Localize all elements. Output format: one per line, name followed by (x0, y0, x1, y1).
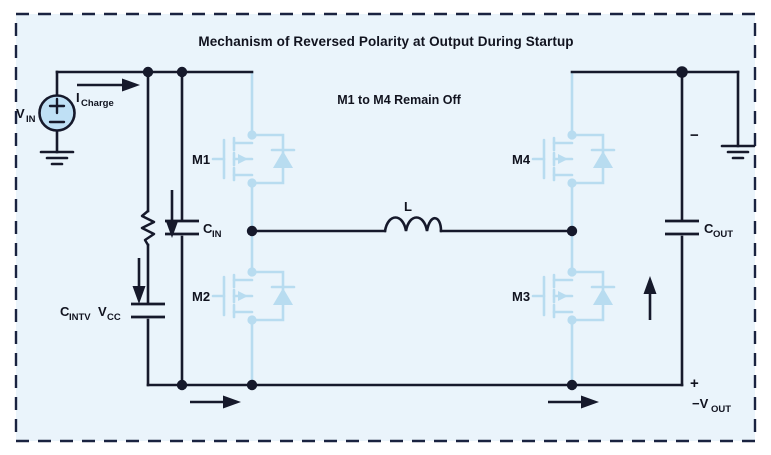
m3-diode-triangle (593, 288, 613, 305)
node-sw-right (566, 225, 578, 237)
node-top-r (142, 66, 154, 78)
arrow-cout-charge (643, 276, 657, 320)
m2-source-node (247, 315, 257, 325)
ground-input-icon (39, 150, 75, 166)
node-bottom-m3 (566, 379, 578, 391)
cintvcc-label-sub2: CC (107, 312, 121, 323)
m4-source-node (567, 178, 577, 188)
label-vin: V IN (16, 106, 36, 125)
m1-label: M1 (192, 152, 210, 167)
cout-label-sub: OUT (713, 229, 733, 240)
node-top-cin (176, 66, 188, 78)
vin-label: V (16, 106, 25, 121)
mosfet-m4 (531, 70, 616, 233)
label-vout: −V OUT (692, 396, 731, 415)
m3-source-node (567, 315, 577, 325)
inductor-l (383, 216, 443, 233)
m2-channel-arrow (238, 291, 248, 301)
m1-diode-triangle (273, 151, 293, 168)
cintvcc-label-v: V (98, 304, 107, 319)
junction-dots (142, 66, 688, 391)
m3-drain-node (567, 267, 577, 277)
mosfet-layer (211, 70, 616, 387)
resistor-intvcc (140, 209, 156, 247)
figure-note: M1 to M4 Remain Off (337, 93, 461, 107)
label-icharge: I Charge (76, 90, 114, 109)
node-bottom-m2 (246, 379, 258, 391)
m2-drain-node (247, 267, 257, 277)
dashed-border (14, 12, 757, 443)
output-plus-sign: + (690, 375, 699, 392)
icharge-label-sub: Charge (81, 98, 114, 109)
node-out-top (676, 66, 688, 78)
m3-channel-arrow (558, 291, 568, 301)
inductor-label: L (404, 199, 412, 214)
vin-label-sub: IN (26, 114, 36, 125)
mosfet-m3 (531, 229, 616, 387)
arrow-cin-charge (165, 190, 179, 238)
m3-label: M3 (512, 289, 530, 304)
label-cin: C IN (203, 221, 222, 240)
voltage-source-vin (38, 94, 76, 132)
capacitor-cintvcc (131, 302, 165, 319)
vin-plus-icon (48, 97, 66, 115)
arrow-icharge (77, 78, 140, 92)
m4-drain-node (567, 130, 577, 140)
mosfet-m1 (211, 70, 296, 233)
arrow-cintvcc-charge (132, 258, 146, 304)
cintvcc-label: C (60, 304, 70, 319)
figure-title: Mechanism of Reversed Polarity at Output… (198, 34, 573, 49)
m1-channel-arrow (238, 154, 248, 164)
current-arrow-layer (77, 78, 657, 409)
output-minus-sign: − (690, 127, 699, 144)
icharge-label: I (76, 90, 80, 105)
m1-drain-node (247, 130, 257, 140)
m4-channel-arrow (558, 154, 568, 164)
cin-label: C (203, 221, 213, 236)
node-bottom-cin (176, 379, 188, 391)
wire-layer (55, 70, 740, 387)
cintvcc-label-sub: INTV (69, 312, 91, 323)
cin-label-sub: IN (212, 229, 222, 240)
node-sw-left (246, 225, 258, 237)
vout-label: −V (692, 396, 709, 411)
label-cout: C OUT (704, 221, 733, 240)
ground-output-icon (720, 144, 756, 160)
m4-label: M4 (512, 152, 531, 167)
cout-label: C (704, 221, 714, 236)
arrow-return-right (548, 395, 599, 409)
m2-label: M2 (192, 289, 210, 304)
mosfet-m2 (211, 229, 296, 387)
label-cintvcc: C INTV V CC (60, 304, 121, 323)
m1-source-node (247, 178, 257, 188)
capacitor-cout (665, 219, 699, 236)
m4-diode-triangle (593, 151, 613, 168)
arrow-return-left (190, 395, 241, 409)
m2-diode-triangle (273, 288, 293, 305)
vout-label-sub: OUT (711, 404, 731, 415)
